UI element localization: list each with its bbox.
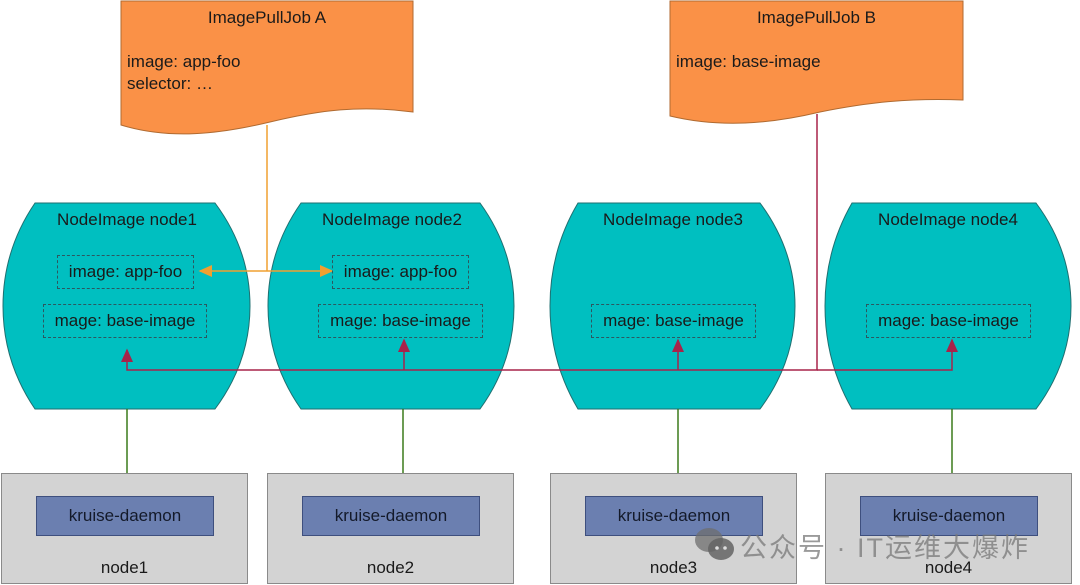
kruise-daemon: kruise-daemon	[36, 496, 214, 536]
nodeimage-shape-3	[549, 202, 796, 410]
job-b-title: ImagePullJob B	[756, 8, 877, 27]
node-label: node3	[649, 558, 698, 577]
nodeimage-shape-4	[824, 202, 1072, 410]
kruise-daemon: kruise-daemon	[585, 496, 763, 536]
node-label: node2	[366, 558, 415, 577]
watermark-text: 公众号 · IT运维大爆炸	[740, 533, 1030, 563]
node-box-3: kruise-daemon node3	[550, 473, 797, 584]
image-entry-app-foo: image: app-foo	[57, 255, 194, 289]
node-box-2: kruise-daemon node2	[267, 473, 514, 584]
image-entry-base-image: mage: base-image	[318, 304, 483, 338]
nodeimage-shape-2	[267, 202, 515, 410]
image-entry-app-foo: image: app-foo	[332, 255, 469, 289]
job-a-line-2: selector: …	[127, 74, 213, 93]
image-entry-base-image: mage: base-image	[591, 304, 756, 338]
kruise-daemon: kruise-daemon	[302, 496, 480, 536]
node-label: node4	[924, 558, 973, 577]
nodeimage-shape-1	[2, 202, 251, 410]
node-box-1: kruise-daemon node1	[1, 473, 248, 584]
job-b-line-1: image: base-image	[676, 52, 821, 71]
job-a-line-1: image: app-foo	[127, 52, 241, 71]
job-a-title: ImagePullJob A	[207, 8, 327, 27]
kruise-daemon: kruise-daemon	[860, 496, 1038, 536]
nodeimage-title-1: NodeImage node1	[57, 210, 197, 229]
wechat-icon	[695, 528, 734, 560]
node-label: node1	[100, 558, 149, 577]
nodeimage-title-3: NodeImage node3	[603, 210, 743, 229]
job-a-shape	[120, 0, 414, 135]
nodeimage-title-2: NodeImage node2	[322, 210, 462, 229]
image-entry-base-image: mage: base-image	[43, 304, 207, 338]
image-entry-base-image: mage: base-image	[866, 304, 1031, 338]
node-box-4: kruise-daemon node4	[825, 473, 1072, 584]
nodeimage-title-4: NodeImage node4	[878, 210, 1018, 229]
job-b-arrow-node4	[817, 338, 958, 371]
job-b-shape	[669, 0, 964, 124]
job-b-connector	[121, 114, 818, 371]
